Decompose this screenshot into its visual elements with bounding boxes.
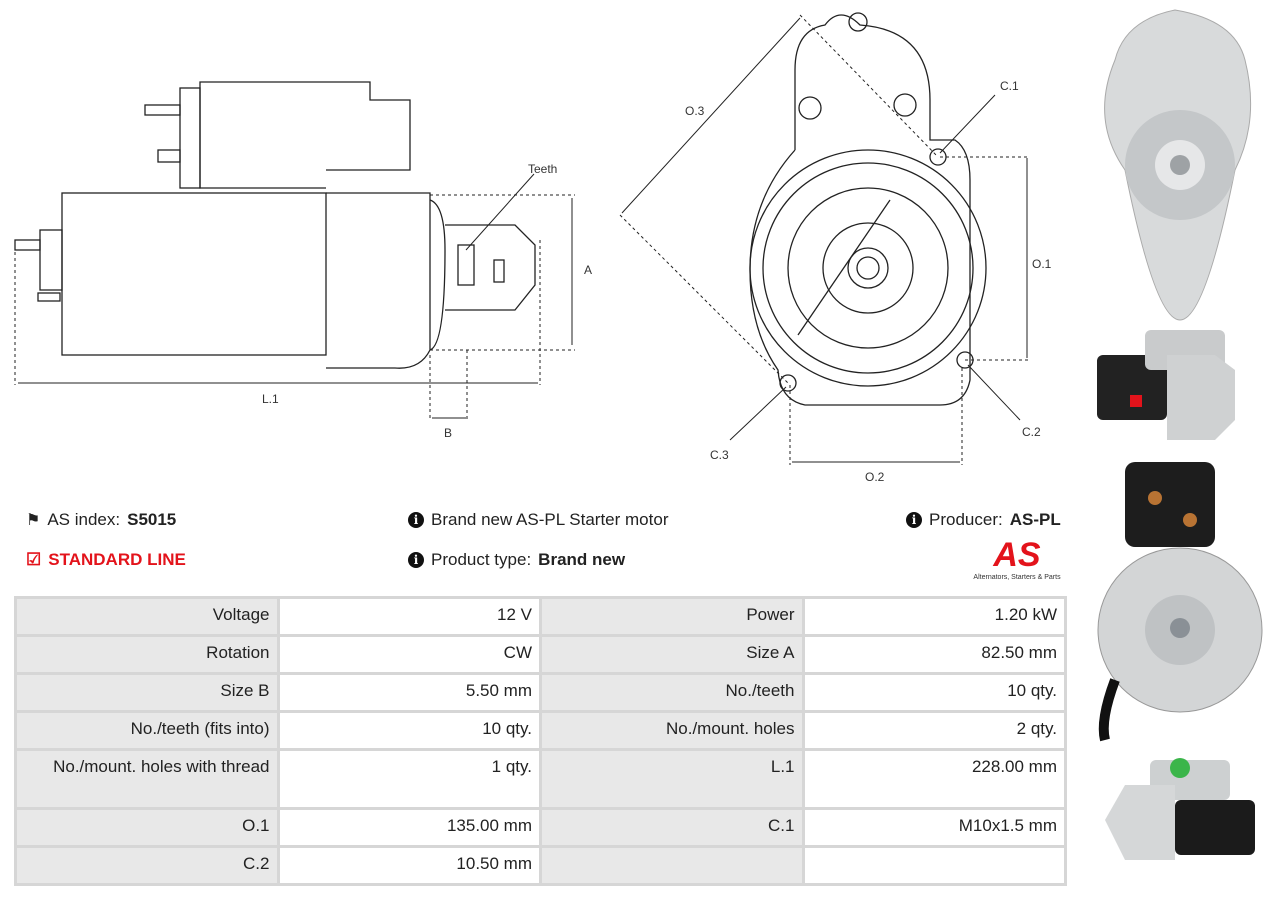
logo-tagline: Alternators, Starters & Parts: [973, 574, 1061, 581]
spec-value: [801, 845, 1067, 886]
spec-label: Power: [539, 596, 805, 637]
spec-label: Size B: [14, 672, 280, 713]
spec-value: 1 qty.: [276, 748, 542, 810]
side-view-diagram: Teeth A L.1 B: [14, 81, 592, 440]
label-o1: O.1: [1032, 257, 1052, 271]
spec-value: 10 qty.: [276, 710, 542, 751]
front-view-diagram: O.3 C.1 O.1 C.3 C.2 O.2: [619, 12, 1052, 484]
spec-label: Voltage: [14, 596, 280, 637]
info-icon: i: [408, 552, 424, 568]
spec-label: No./teeth (fits into): [14, 710, 280, 751]
producer-label: Producer:: [929, 510, 1003, 529]
spec-label: C.2: [14, 845, 280, 886]
photo-rear: [1097, 462, 1263, 742]
description-text: Brand new AS-PL Starter motor: [431, 510, 669, 529]
as-index-label: AS index:: [47, 510, 121, 529]
as-index-value: S5015: [127, 510, 177, 529]
spec-label: C.1: [539, 807, 805, 848]
spec-value: 82.50 mm: [801, 634, 1067, 675]
spec-value: 10.50 mm: [276, 845, 542, 886]
label-c1: C.1: [1000, 79, 1019, 93]
label-c3: C.3: [710, 448, 729, 462]
product-type: i Product type: Brand new: [408, 550, 625, 570]
label-teeth: Teeth: [528, 162, 557, 176]
product-photos: [1097, 9, 1263, 860]
producer: i Producer: AS-PL: [906, 510, 1061, 530]
product-type-value: Brand new: [538, 550, 626, 569]
spec-label: No./mount. holes with thread: [14, 748, 280, 810]
spec-value: M10x1.5 mm: [801, 807, 1067, 848]
spec-value: CW: [276, 634, 542, 675]
motor-body: [61, 192, 327, 356]
spec-value: 12 V: [276, 596, 542, 637]
spec-value: 1.20 kW: [801, 596, 1067, 637]
label-o3: O.3: [685, 104, 705, 118]
as-pl-logo: AS Alternators, Starters & Parts: [966, 538, 1068, 581]
solenoid: [199, 81, 411, 189]
photo-side: [1097, 330, 1235, 440]
as-index: ⚑ AS index: S5015: [26, 510, 176, 530]
spec-value: 135.00 mm: [276, 807, 542, 848]
producer-value: AS-PL: [1009, 510, 1061, 529]
checkbox-icon: ☑: [26, 550, 42, 569]
table-row: No./teeth (fits into)10 qty.No./mount. h…: [14, 710, 1067, 751]
tags-icon: ⚑: [26, 512, 41, 529]
description: i Brand new AS-PL Starter motor: [408, 510, 668, 530]
spec-value: 5.50 mm: [276, 672, 542, 713]
product-type-label: Product type:: [431, 550, 532, 569]
spec-value: 2 qty.: [801, 710, 1067, 751]
spec-label: O.1: [14, 807, 280, 848]
spec-value: 228.00 mm: [801, 748, 1067, 810]
info-icon: i: [906, 512, 922, 528]
label-o2: O.2: [865, 470, 885, 484]
label-b: B: [444, 426, 452, 440]
photo-front: [1104, 9, 1252, 321]
spec-label: L.1: [539, 748, 805, 810]
standard-line: ☑ STANDARD LINE: [26, 550, 186, 570]
label-a: A: [584, 263, 592, 277]
spec-label: Rotation: [14, 634, 280, 675]
label-l1: L.1: [262, 392, 279, 406]
logo-mark: AS: [966, 538, 1068, 572]
spec-label: [539, 845, 805, 886]
spec-value: 10 qty.: [801, 672, 1067, 713]
label-c2: C.2: [1022, 425, 1041, 439]
spec-label: No./teeth: [539, 672, 805, 713]
spec-label: No./mount. holes: [539, 710, 805, 751]
info-icon: i: [408, 512, 424, 528]
photo-side-2: [1105, 758, 1255, 860]
standard-line-label: STANDARD LINE: [48, 550, 186, 569]
spec-label: Size A: [539, 634, 805, 675]
